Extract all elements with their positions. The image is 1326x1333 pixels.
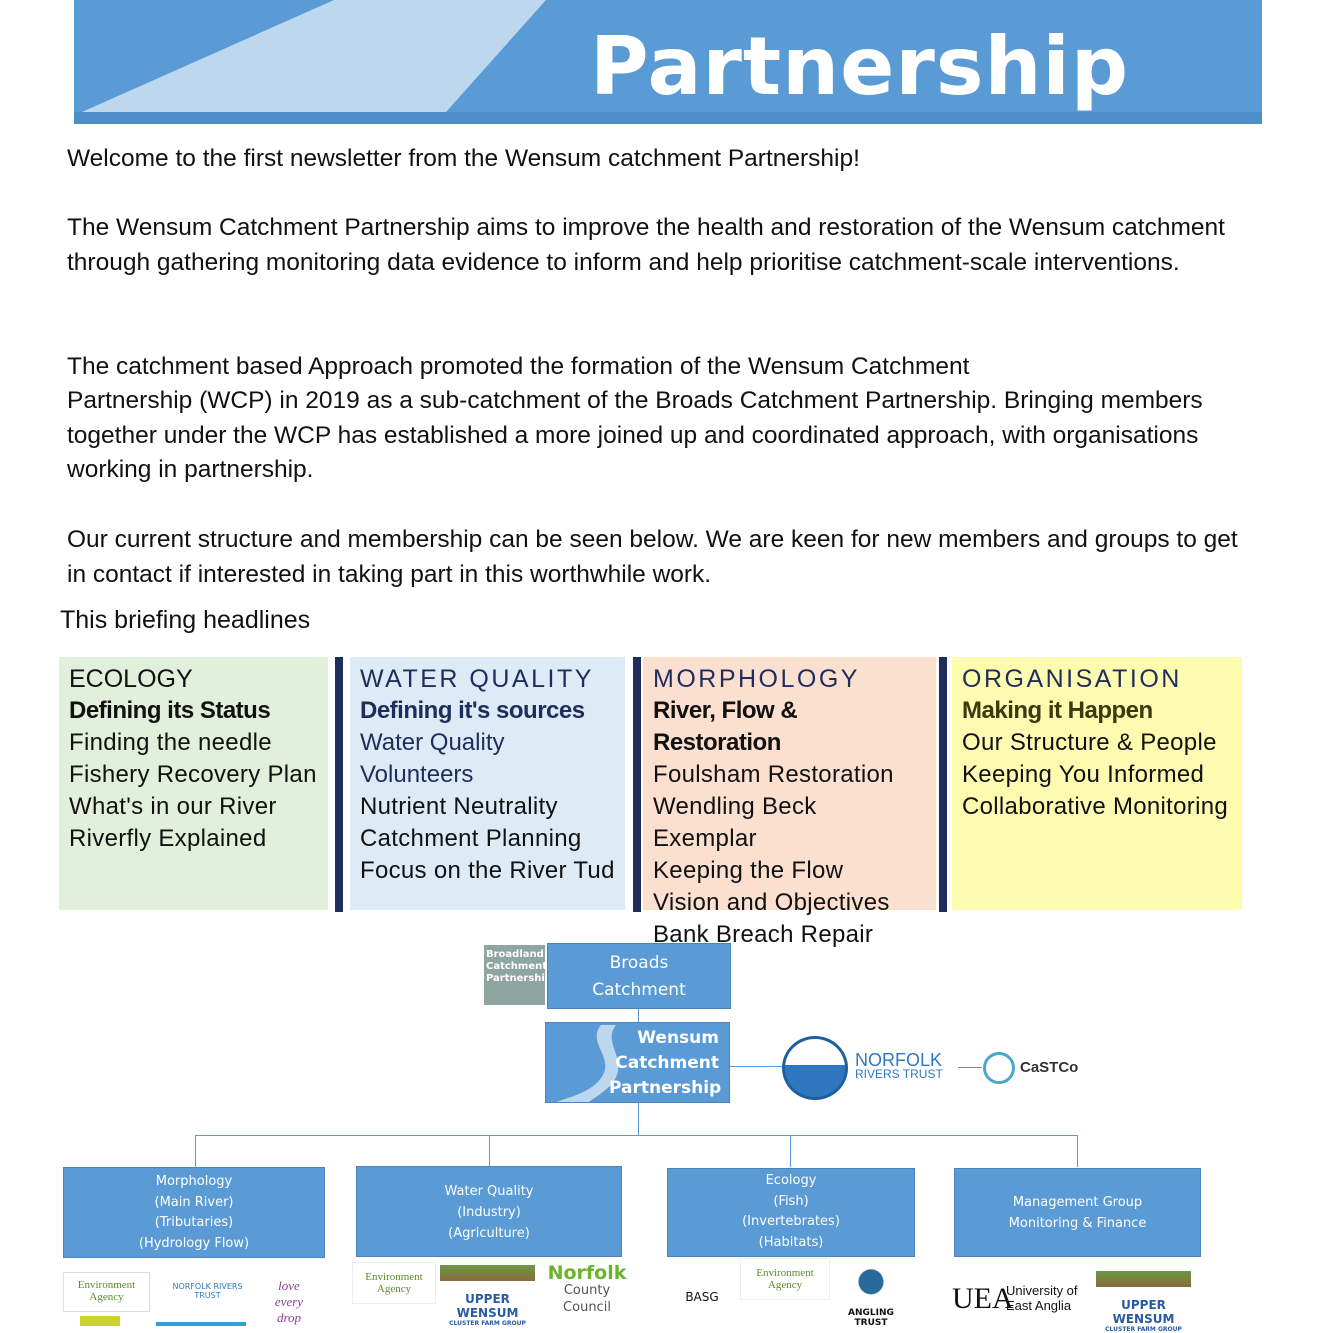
uea-name: University of East Anglia	[1006, 1283, 1078, 1313]
broads-catchment-box: Broads Catchment Partnership	[547, 943, 731, 1027]
headline-item[interactable]: Fishery Recovery Plan	[69, 761, 317, 788]
headline-morphology: MORPHOLOGY River, Flow & Restoration Fou…	[643, 657, 936, 948]
connector-line	[489, 1135, 490, 1167]
wensum-catchment-box: Wensum Catchment Partnership	[545, 1022, 730, 1103]
group-line: (Tributaries)	[154, 1215, 234, 1230]
connector-line	[958, 1067, 982, 1068]
ncc-name: Norfolk	[547, 1262, 627, 1284]
headline-item[interactable]: Finding the needle	[69, 729, 272, 756]
headline-item[interactable]: Riverfly Explained	[69, 825, 267, 852]
group-line: (Invertebrates)	[742, 1214, 840, 1229]
group-water-quality: Water Quality (Industry) (Agriculture)	[356, 1166, 622, 1257]
intro-formation-2: Partnership (WCP) in 2019 as a sub-catch…	[67, 387, 1203, 483]
castco-magnifier-icon	[983, 1052, 1015, 1084]
divider	[939, 657, 947, 912]
banner-strip	[74, 112, 1262, 124]
group-line: Monitoring & Finance	[1008, 1216, 1147, 1231]
environment-agency-logo: Environment Agency	[63, 1272, 150, 1312]
wensum-label: Wensum Catchment Partnership	[609, 1028, 722, 1098]
headline-item[interactable]: Collaborative Monitoring	[962, 793, 1228, 820]
connector-line	[1077, 1135, 1078, 1167]
headline-heading: ECOLOGY	[69, 665, 193, 693]
group-line: (Industry)	[457, 1205, 521, 1220]
banner-title: Partnership	[590, 20, 1130, 113]
briefing-title: This briefing headlines	[60, 606, 311, 634]
headline-water-quality: WATER QUALITY Defining it's sources Wate…	[350, 657, 625, 910]
group-line: Water Quality	[444, 1184, 534, 1199]
group-ecology: Ecology (Fish) (Invertebrates) (Habitats)	[667, 1168, 915, 1257]
group-morphology: Morphology (Main River) (Tributaries) (Hydr…	[63, 1167, 325, 1258]
headline-item[interactable]: Foulsham Restoration	[653, 761, 894, 788]
connector-line	[638, 1009, 639, 1022]
headline-item[interactable]: Focus on the River Tud	[360, 857, 615, 884]
headline-item[interactable]: Wendling Beck Exemplar	[653, 793, 817, 852]
headline-heading: ORGANISATION	[962, 665, 1182, 693]
partial-logo	[80, 1316, 120, 1326]
connector-line	[195, 1135, 196, 1167]
intro-membership: Our current structure and membership can…	[67, 526, 1238, 588]
headline-item[interactable]: Water Quality Volunteers	[360, 729, 505, 788]
upper-wensum-sub: CLUSTER FARM GROUP	[1105, 1326, 1182, 1333]
group-line: (Agriculture)	[448, 1226, 530, 1241]
headline-heading: WATER QUALITY	[360, 665, 594, 693]
ncc-sub: County Council	[563, 1283, 611, 1315]
environment-agency-logo: Environment Agency	[740, 1258, 830, 1300]
group-line: (Habitats)	[758, 1234, 824, 1250]
headline-item[interactable]: Catchment Planning	[360, 825, 582, 852]
headline-item[interactable]: What's in our River	[69, 793, 277, 820]
upper-wensum-name: UPPER WENSUM	[1112, 1298, 1175, 1326]
broadland-logo: Broadland Catchment Partnership	[484, 945, 552, 1005]
angling-trust-logo: ANGLING TRUST	[845, 1262, 897, 1328]
banner-shape	[82, 0, 546, 112]
headline-sub: Making it Happen	[962, 697, 1153, 724]
intro-formation-1: The catchment based Approach promoted th…	[67, 353, 970, 380]
group-line: Morphology	[155, 1174, 233, 1189]
partial-logo	[156, 1322, 246, 1326]
group-line: Ecology	[765, 1173, 817, 1188]
nrt-sub: RIVERS TRUST	[855, 1067, 943, 1081]
headline-heading: MORPHOLOGY	[653, 665, 860, 693]
divider	[335, 657, 343, 912]
headline-item[interactable]: Keeping the Flow	[653, 857, 844, 884]
nrt-name: NORFOLK	[855, 1050, 943, 1070]
headline-item[interactable]: Our Structure & People	[962, 729, 1217, 756]
norfolk-rivers-trust-icon	[782, 1036, 848, 1100]
headline-ecology: ECOLOGY Defining its Status Finding the …	[59, 657, 328, 910]
divider	[633, 657, 641, 912]
uea-logo: UEA	[952, 1282, 1014, 1315]
headline-sub: Defining it's sources	[360, 697, 585, 724]
headline-sub: Defining its Status	[69, 697, 271, 724]
environment-agency-logo: Environment Agency	[352, 1262, 436, 1304]
upper-wensum-name: UPPER WENSUM	[456, 1292, 519, 1320]
connector-line	[195, 1135, 1077, 1136]
intro-welcome: Welcome to the first newsletter from the…	[67, 145, 860, 172]
castco-logo: CaSTCo	[1020, 1059, 1079, 1076]
group-line: Management Group	[1012, 1195, 1143, 1210]
intro-aims: The Wensum Catchment Partnership aims to…	[67, 214, 1225, 276]
header-banner: Partnership	[74, 0, 1262, 124]
group-line: (Main River)	[154, 1194, 234, 1210]
connector-line	[638, 1103, 639, 1135]
connector-line	[730, 1066, 782, 1067]
river-icon	[556, 1025, 619, 1102]
basg-logo: BASG	[685, 1290, 719, 1304]
norfolk-rivers-trust-logo: NORFOLK RIVERS TRUST	[172, 1282, 243, 1300]
headline-item[interactable]: Nutrient Neutrality	[360, 793, 558, 820]
group-line: (Fish)	[773, 1193, 809, 1209]
headline-item[interactable]: Keeping You Informed	[962, 761, 1205, 788]
headline-organisation: ORGANISATION Making it Happen Our Struct…	[952, 657, 1242, 910]
upper-wensum-sub: CLUSTER FARM GROUP	[449, 1320, 526, 1327]
connector-line	[790, 1135, 791, 1167]
group-line: (Hydrology Flow)	[138, 1235, 250, 1251]
headline-sub: River, Flow & Restoration	[653, 697, 798, 756]
love-every-drop-logo: love every drop	[274, 1278, 304, 1325]
headline-item[interactable]: Vision and Objectives	[653, 889, 890, 916]
